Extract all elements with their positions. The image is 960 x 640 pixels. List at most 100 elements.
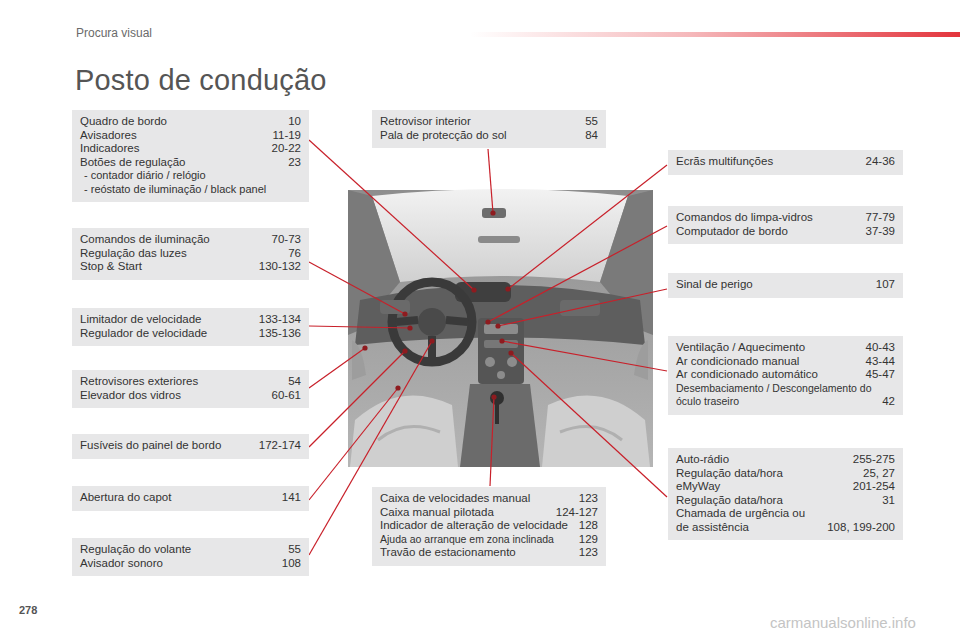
entry-row: Regulação data/hora31 xyxy=(676,494,895,508)
item-label: Pala de protecção do sol xyxy=(380,129,577,143)
entry-row: Ventilação / Aquecimento40-43 xyxy=(676,341,895,355)
entry-row: Avisador sonoro108 xyxy=(80,557,301,571)
callout-box: Caixa de velocidades manual123Caixa manu… xyxy=(372,487,606,566)
entry-row: Limitador de velocidade133-134 xyxy=(80,313,301,327)
leader-dots xyxy=(362,210,513,399)
leader-lines xyxy=(309,140,667,555)
item-label: Indicador de alteração de velocidade xyxy=(380,519,571,533)
entry-row: Fusíveis do painel de bordo172-174 xyxy=(80,439,301,453)
page-number: 54 xyxy=(280,375,301,389)
item-label: Regulação data/hora xyxy=(676,494,874,508)
item-label: Ar condicionado automático xyxy=(676,368,858,382)
entry-row: Quadro de bordo10 xyxy=(80,115,301,129)
entry-row: Pala de protecção do sol84 xyxy=(380,129,598,143)
page-number: 11-19 xyxy=(264,129,301,143)
item-label: Desembaciamento / Descongelamento do ócu… xyxy=(676,382,874,409)
page-number: 201-254 xyxy=(845,480,895,494)
callout-box: Comandos do limpa-vidros77-79Computador … xyxy=(668,206,903,244)
entry-row: Chamada de urgência ou de assistência108… xyxy=(676,507,895,534)
page-number: 123 xyxy=(571,546,598,560)
item-label: Avisador sonoro xyxy=(80,557,274,571)
page-number: 60-61 xyxy=(264,389,301,403)
entry-row: Regulação das luzes76 xyxy=(80,247,301,261)
item-label: Sinal de perigo xyxy=(676,278,868,292)
page-number: 70-73 xyxy=(264,233,301,247)
callout-box: Auto-rádio255-275Regulação data/hora25, … xyxy=(668,448,903,540)
entry-row: Auto-rádio255-275 xyxy=(676,453,895,467)
page-number: 108, 199-200 xyxy=(819,521,895,535)
page-number: 133-134 xyxy=(251,313,301,327)
item-label: Auto-rádio xyxy=(676,453,845,467)
item-label: Ecrãs multifunções xyxy=(676,155,858,169)
page-title: Posto de condução xyxy=(75,64,327,97)
page-number: 141 xyxy=(274,491,301,505)
item-label: Regulador de velocidade xyxy=(80,327,251,341)
item-label: Caixa de velocidades manual xyxy=(380,492,571,506)
page-number: 84 xyxy=(577,129,598,143)
entry-row: Retrovisores exteriores54 xyxy=(80,375,301,389)
item-label: Comandos do limpa-vidros xyxy=(676,211,858,225)
entry-row: Elevador dos vidros60-61 xyxy=(80,389,301,403)
entry-row: Indicador de alteração de velocidade128 xyxy=(380,519,598,533)
item-label: Caixa manual pilotada xyxy=(380,506,548,520)
item-label: Ar condicionado manual xyxy=(676,355,858,369)
entry-row: Desembaciamento / Descongelamento do ócu… xyxy=(676,382,895,409)
item-label: Stop & Start xyxy=(80,260,251,274)
item-label: Indicadores xyxy=(80,142,264,156)
entry-row: Ajuda ao arranque em zona inclinada129 xyxy=(380,533,598,547)
page-number: 42 xyxy=(874,395,895,409)
callout-box: Quadro de bordo10Avisadores11-19Indicado… xyxy=(72,110,309,202)
entry-row: Sinal de perigo107 xyxy=(676,278,895,292)
item-label: eMyWay xyxy=(676,480,845,494)
entry-row: Computador de bordo37-39 xyxy=(676,225,895,239)
entry-row: Caixa de velocidades manual123 xyxy=(380,492,598,506)
page-number: 37-39 xyxy=(858,225,895,239)
page-number: 108 xyxy=(274,557,301,571)
page-number: 10 xyxy=(280,115,301,129)
entry-row: Botões de regulação23 xyxy=(80,156,301,170)
entry-row: Ar condicionado manual43-44 xyxy=(676,355,895,369)
sub-item: - reóstato de iluminação / black panel xyxy=(80,183,301,197)
page-number: 172-174 xyxy=(251,439,301,453)
entry-row: Abertura do capot141 xyxy=(80,491,301,505)
page-number: 123 xyxy=(571,492,598,506)
page-number: 77-79 xyxy=(858,211,895,225)
item-label: Retrovisores exteriores xyxy=(80,375,280,389)
entry-row: Regulação data/hora25, 27 xyxy=(676,467,895,481)
callout-box: Ecrãs multifunções24-36 xyxy=(668,150,903,175)
item-label: Botões de regulação xyxy=(80,156,280,170)
callout-box: Retrovisores exteriores54Elevador dos vi… xyxy=(72,370,309,408)
callout-box: Regulação do volante55Avisador sonoro108 xyxy=(72,538,309,576)
page-number: 55 xyxy=(280,543,301,557)
page-number: 45-47 xyxy=(858,368,895,382)
entry-row: Regulação do volante55 xyxy=(80,543,301,557)
item-label: Regulação das luzes xyxy=(80,247,280,261)
item-label: Regulação do volante xyxy=(80,543,280,557)
item-label: Quadro de bordo xyxy=(80,115,280,129)
entry-row: Comandos de iluminação70-73 xyxy=(80,233,301,247)
page-number: 76 xyxy=(280,247,301,261)
entry-row: Ar condicionado automático45-47 xyxy=(676,368,895,382)
entry-row: Comandos do limpa-vidros77-79 xyxy=(676,211,895,225)
callout-box: Comandos de iluminação70-73Regulação das… xyxy=(72,228,309,280)
item-label: Ventilação / Aquecimento xyxy=(676,341,858,355)
item-label: Computador de bordo xyxy=(676,225,858,239)
item-label: Ajuda ao arranque em zona inclinada xyxy=(380,533,571,547)
page-number: 107 xyxy=(868,278,895,292)
entry-row: Travão de estacionamento123 xyxy=(380,546,598,560)
item-label: Travão de estacionamento xyxy=(380,546,571,560)
page-number: 278 xyxy=(19,604,37,616)
page-number: 31 xyxy=(874,494,895,508)
callout-box: Sinal de perigo107 xyxy=(668,273,903,298)
item-label: Chamada de urgência ou de assistência xyxy=(676,507,819,534)
item-label: Comandos de iluminação xyxy=(80,233,264,247)
entry-row: Caixa manual pilotada124-127 xyxy=(380,506,598,520)
item-label: Limitador de velocidade xyxy=(80,313,251,327)
section-header: Procura visual xyxy=(76,26,152,40)
entry-row: eMyWay201-254 xyxy=(676,480,895,494)
page-number: 25, 27 xyxy=(855,467,895,481)
page-number: 24-36 xyxy=(858,155,895,169)
page-number: 55 xyxy=(577,115,598,129)
item-label: Fusíveis do painel de bordo xyxy=(80,439,251,453)
entry-row: Ecrãs multifunções24-36 xyxy=(676,155,895,169)
